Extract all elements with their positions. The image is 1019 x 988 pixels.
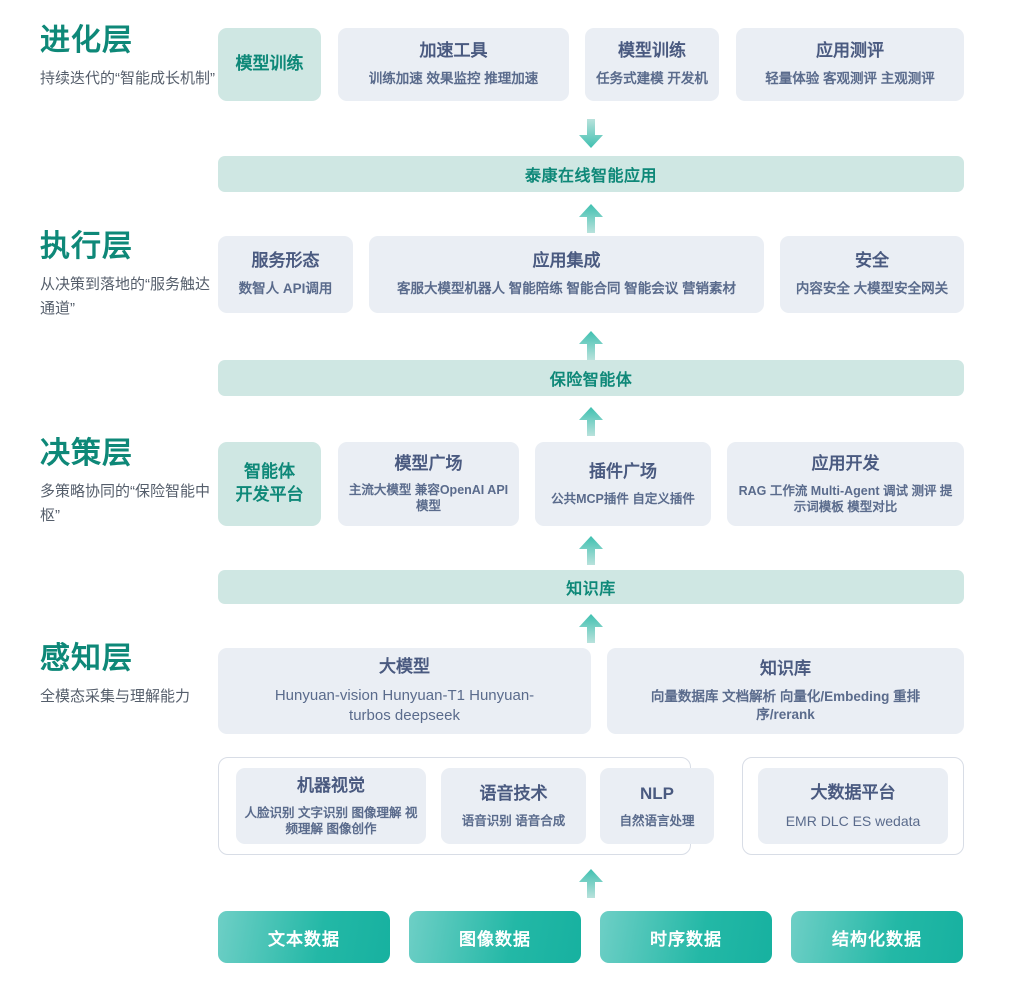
box-subtitle: Hunyuan-vision Hunyuan-T1 Hunyuan-turbos… bbox=[274, 686, 535, 724]
box-subtitle: 公共MCP插件 自定义插件 bbox=[551, 491, 695, 506]
layer-label-perception: 感知层 全模态采集与理解能力 bbox=[40, 642, 215, 709]
layer-subtitle-evolution: 持续迭代的“智能成长机制” bbox=[40, 69, 215, 87]
arrow-up-to-kb-icon bbox=[578, 535, 604, 565]
bar-knowledge-base[interactable]: 知识库 bbox=[218, 570, 964, 604]
bar-label: 知识库 bbox=[566, 581, 616, 598]
chip-label: 时序数据 bbox=[650, 929, 722, 949]
perception-box-large-model[interactable]: 大模型 Hunyuan-vision Hunyuan-T1 Hunyuan-tu… bbox=[218, 648, 591, 734]
data-chip-timeseries[interactable]: 时序数据 bbox=[600, 911, 772, 963]
bar-label: 泰康在线智能应用 bbox=[524, 168, 657, 185]
box-subtitle: 向量数据库 文档解析 向量化/Embeding 重排序/rerank bbox=[650, 688, 921, 722]
decision-box-agent-dev-platform[interactable]: 智能体 开发平台 bbox=[218, 442, 321, 526]
execution-box-service-form[interactable]: 服务形态 数智人 API调用 bbox=[218, 236, 353, 313]
evolution-box-model-training-2[interactable]: 模型训练 任务式建模 开发机 bbox=[585, 28, 719, 101]
layer-label-decision: 决策层 多策略协同的“保险智能中枢” bbox=[40, 437, 215, 529]
capability-box-machine-vision[interactable]: 机器视觉 人脸识别 文字识别 图像理解 视频理解 图像创作 bbox=[236, 768, 426, 844]
box-title: 应用开发 bbox=[811, 453, 880, 473]
box-subtitle: RAG 工作流 Multi-Agent 调试 测评 提示词模板 模型对比 bbox=[738, 483, 953, 514]
evolution-box-acceleration-tools[interactable]: 加速工具 训练加速 效果监控 推理加速 bbox=[338, 28, 569, 101]
chip-label: 文本数据 bbox=[268, 929, 340, 949]
box-title: 模型广场 bbox=[394, 454, 463, 474]
data-chip-image[interactable]: 图像数据 bbox=[409, 911, 581, 963]
bar-insurance-agent[interactable]: 保险智能体 bbox=[218, 360, 964, 396]
data-chip-text[interactable]: 文本数据 bbox=[218, 911, 390, 963]
box-subtitle: 语音识别 语音合成 bbox=[461, 813, 566, 828]
box-title: 加速工具 bbox=[419, 41, 488, 61]
box-subtitle: EMR DLC ES wedata bbox=[785, 812, 921, 829]
box-subtitle: 自然语言处理 bbox=[619, 813, 695, 828]
box-subtitle: 轻量体验 客观测评 主观测评 bbox=[765, 71, 935, 87]
box-subtitle: 训练加速 效果监控 推理加速 bbox=[368, 71, 539, 87]
layer-title-execution: 执行层 bbox=[40, 230, 133, 263]
capability-box-bigdata-platform[interactable]: 大数据平台 EMR DLC ES wedata bbox=[758, 768, 948, 844]
bar-taikang-online-smart-app[interactable]: 泰康在线智能应用 bbox=[218, 156, 964, 192]
layer-title-decision: 决策层 bbox=[40, 437, 133, 470]
layer-title-perception: 感知层 bbox=[40, 642, 133, 675]
perception-box-knowledge-base[interactable]: 知识库 向量数据库 文档解析 向量化/Embeding 重排序/rerank bbox=[607, 648, 964, 734]
decision-box-model-plaza[interactable]: 模型广场 主流大模型 兼容OpenAI API模型 bbox=[338, 442, 519, 526]
box-subtitle: 任务式建模 开发机 bbox=[596, 71, 708, 87]
layer-subtitle-perception: 全模态采集与理解能力 bbox=[40, 687, 191, 705]
capability-box-nlp[interactable]: NLP 自然语言处理 bbox=[600, 768, 714, 844]
arrow-up-from-agent-icon bbox=[578, 406, 604, 436]
execution-box-security[interactable]: 安全 内容安全 大模型安全网关 bbox=[780, 236, 964, 313]
box-subtitle: 客服大模型机器人 智能陪练 智能合同 智能会议 营销素材 bbox=[396, 281, 736, 297]
box-title: 服务形态 bbox=[251, 251, 320, 271]
box-title: 智能体 开发平台 bbox=[235, 462, 304, 504]
box-title: NLP bbox=[640, 783, 674, 803]
box-title: 语音技术 bbox=[479, 783, 548, 803]
data-chip-structured[interactable]: 结构化数据 bbox=[791, 911, 963, 963]
box-title: 大模型 bbox=[379, 656, 430, 676]
bar-label: 保险智能体 bbox=[549, 372, 633, 389]
box-title: 应用测评 bbox=[816, 41, 884, 61]
box-subtitle: 数智人 API调用 bbox=[238, 281, 333, 297]
arrow-up-to-app-icon bbox=[578, 203, 604, 233]
evolution-box-app-evaluation[interactable]: 应用测评 轻量体验 客观测评 主观测评 bbox=[736, 28, 964, 101]
box-subtitle: 主流大模型 兼容OpenAI API模型 bbox=[348, 483, 509, 513]
arrow-up-to-agent-icon bbox=[578, 330, 604, 360]
box-title: 插件广场 bbox=[589, 461, 657, 481]
box-title: 机器视觉 bbox=[297, 775, 365, 795]
chip-label: 结构化数据 bbox=[832, 929, 922, 949]
execution-box-app-integration[interactable]: 应用集成 客服大模型机器人 智能陪练 智能合同 智能会议 营销素材 bbox=[369, 236, 764, 313]
box-title: 应用集成 bbox=[532, 251, 601, 271]
layer-label-execution: 执行层 从决策到落地的“服务触达通道” bbox=[40, 230, 215, 322]
arrow-up-from-kb-icon bbox=[578, 613, 604, 643]
box-title: 大数据平台 bbox=[810, 782, 896, 802]
layer-title-evolution: 进化层 bbox=[40, 24, 133, 57]
box-subtitle: 人脸识别 文字识别 图像理解 视频理解 图像创作 bbox=[244, 805, 418, 836]
arrow-down-to-app-icon bbox=[578, 119, 604, 149]
box-title: 模型训练 bbox=[235, 54, 304, 74]
chip-label: 图像数据 bbox=[459, 929, 531, 949]
box-title: 模型训练 bbox=[618, 41, 686, 61]
arrow-up-from-data-icon bbox=[578, 868, 604, 898]
box-subtitle: 内容安全 大模型安全网关 bbox=[795, 281, 949, 297]
layer-subtitle-execution: 从决策到落地的“服务触达通道” bbox=[40, 275, 210, 318]
layer-label-evolution: 进化层 持续迭代的“智能成长机制” bbox=[40, 24, 215, 91]
decision-box-plugin-plaza[interactable]: 插件广场 公共MCP插件 自定义插件 bbox=[535, 442, 711, 526]
evolution-box-model-training-1[interactable]: 模型训练 bbox=[218, 28, 321, 101]
decision-box-app-development[interactable]: 应用开发 RAG 工作流 Multi-Agent 调试 测评 提示词模板 模型对… bbox=[727, 442, 964, 526]
layer-subtitle-decision: 多策略协同的“保险智能中枢” bbox=[40, 482, 210, 525]
box-title: 安全 bbox=[855, 251, 889, 271]
box-title: 知识库 bbox=[760, 658, 811, 678]
capability-box-speech-tech[interactable]: 语音技术 语音识别 语音合成 bbox=[441, 768, 586, 844]
